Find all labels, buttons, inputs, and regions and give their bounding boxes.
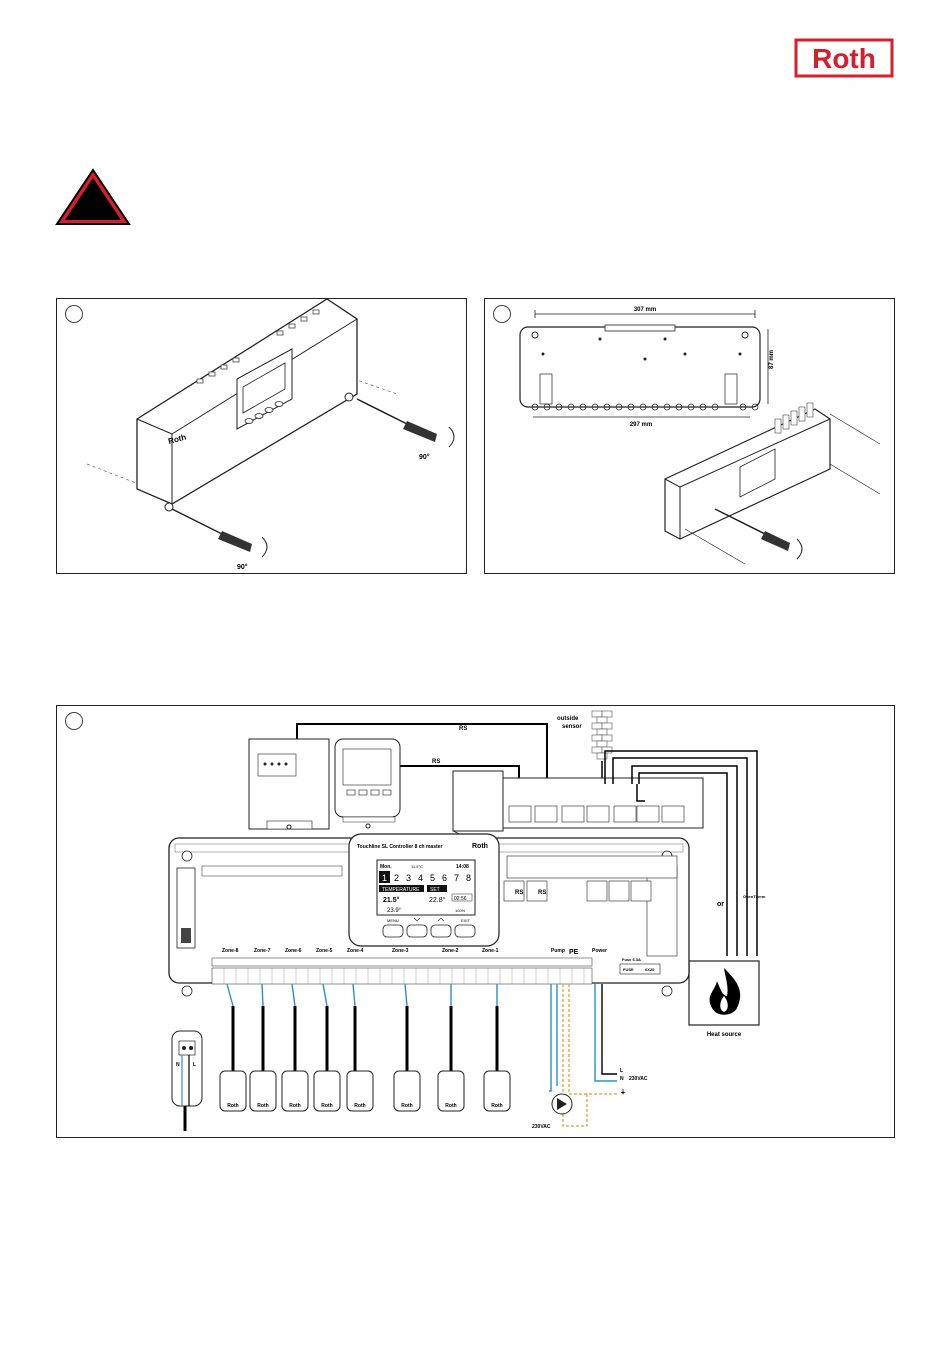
figure-b-badge (493, 305, 511, 323)
zone-digit: 6 (442, 873, 447, 883)
terminal-n: N (176, 1062, 180, 1068)
heat-source: Heat source (688, 960, 760, 1038)
temperature-label: TEMPERATURE (382, 887, 420, 893)
flame-icon (709, 968, 741, 1015)
actuator-brand: Roth (445, 1103, 456, 1109)
figure-c-badge (65, 712, 83, 730)
bus-label-2: RS (432, 759, 440, 765)
up-button[interactable] (430, 924, 452, 938)
zone-digit: 7 (454, 873, 459, 883)
zone-label: Zone-7 (254, 948, 271, 954)
bus-label-1: RS (459, 726, 467, 732)
figure-c-drawing: RS RS outside sensor (168, 710, 766, 1131)
exit-button[interactable] (454, 924, 476, 938)
brand-logo: Roth (794, 38, 894, 78)
or-label: or (717, 901, 724, 908)
opentherm-label: OpenTherm (743, 894, 766, 899)
angle-label-bottom: 90° (237, 563, 248, 571)
battery-value: 100% (455, 908, 466, 913)
rs-port-1: RS (515, 890, 523, 896)
expansion-module (452, 770, 704, 859)
display-time: 14:08 (456, 864, 469, 870)
zone-digit: 8 (466, 873, 471, 883)
actuator-brand: Roth (401, 1103, 412, 1109)
fuse-box-value: 6X20 (645, 967, 655, 972)
zone-label: Zone-4 (347, 948, 364, 954)
figure-c-panel: RS RS outside sensor (56, 705, 895, 1138)
zone-digit: 5 (430, 873, 435, 883)
zone-label: Zone-3 (392, 948, 409, 954)
controller-buttons: MENU EXIT (382, 917, 476, 938)
chevron-up-icon (437, 917, 445, 922)
dim-top: 307 mm (634, 307, 656, 313)
pump-voltage: 230VAC (532, 1124, 551, 1130)
outside-sensor-wall (591, 710, 613, 760)
mains-voltage: 230VAC (629, 1076, 648, 1082)
chevron-down-icon (413, 917, 421, 922)
power-label: Power (592, 948, 607, 954)
pump-label: Pump (551, 948, 565, 954)
fuse-box (619, 963, 661, 975)
zone-digit: 3 (406, 873, 411, 883)
figure-a-badge (65, 305, 83, 323)
zone-label: Zone-2 (442, 948, 459, 954)
actuator-brand: Roth (354, 1103, 365, 1109)
mains-N: N (620, 1076, 624, 1082)
display-outdoor: 11.5°C (411, 864, 423, 869)
dim-side: 87 mm (769, 350, 775, 369)
menu-label: MENU (387, 918, 399, 923)
rs-port-2: RS (538, 890, 546, 896)
exit-label: EXIT (461, 918, 470, 923)
figure-b-panel: 307 mm 87 mm 297 mm (484, 298, 895, 574)
brand-logo-text: Roth (812, 43, 876, 74)
display-day: Mon. (380, 864, 392, 870)
dim-bottom: 297 mm (630, 422, 652, 428)
actuator-brand: Roth (227, 1103, 238, 1109)
zone-digit: 2 (394, 873, 399, 883)
temperature-value: 21.5° (383, 896, 400, 904)
controller-title: Touchline SL Controller 8 ch master (357, 844, 442, 850)
set-value: 22.8° (429, 896, 446, 904)
zone-label: Zone-8 (222, 948, 239, 954)
screwdriver-icon (356, 398, 455, 448)
wall-controller-device (248, 738, 330, 830)
menu-button[interactable] (382, 924, 404, 938)
pe-label: PE (569, 949, 579, 956)
actuator-brand: Roth (491, 1103, 502, 1109)
actuator-brand: Roth (257, 1103, 268, 1109)
zone-label: Zone-6 (285, 948, 302, 954)
angle-label-top: 90° (419, 453, 430, 461)
zone-digit: 1 (382, 873, 387, 883)
terminal-l: L (193, 1062, 196, 1068)
screwdriver-icon (714, 508, 803, 560)
figure-a-drawing: Roth 90° 90° (86, 298, 455, 571)
set-label: SET (430, 887, 440, 893)
set-time: 02:56 (454, 896, 467, 902)
figure-b-drawing: 307 mm 87 mm 297 mm (519, 307, 881, 565)
terminal-detail: N L (171, 1030, 203, 1131)
actuator-brand: Roth (289, 1103, 300, 1109)
mains-PE: ⏚ (620, 1089, 626, 1096)
mains-L: L (620, 1068, 623, 1074)
gateway-device (334, 738, 401, 829)
screwdriver-icon (171, 508, 268, 558)
outside-sensor-label-1: outside (557, 716, 579, 722)
actuator-brand: Roth (321, 1103, 332, 1109)
fuse-label: Fuse 6.3A (622, 957, 641, 962)
down-button[interactable] (406, 924, 428, 938)
controller-brand: Roth (472, 843, 488, 850)
actuators (219, 1070, 511, 1112)
floor-value: 23.9° (387, 908, 402, 914)
figure-a-panel: Roth 90° 90° (56, 298, 467, 574)
zone-digit: 4 (418, 873, 423, 883)
zone-digits: 1 2 3 4 5 6 7 8 (379, 871, 471, 883)
pump-arrow-icon (557, 1098, 567, 1110)
controller-display: Mon. 11.5°C 14:08 1 2 3 4 5 6 7 8 TEMPER… (376, 859, 476, 916)
zone-label: Zone-5 (316, 948, 333, 954)
fuse-box-label: FUSE (623, 967, 634, 972)
zone-label: Zone-1 (482, 948, 499, 954)
outside-sensor-label-2: sensor (562, 724, 582, 730)
warning-triangle-icon (55, 168, 131, 226)
heat-source-label: Heat source (707, 1032, 742, 1038)
